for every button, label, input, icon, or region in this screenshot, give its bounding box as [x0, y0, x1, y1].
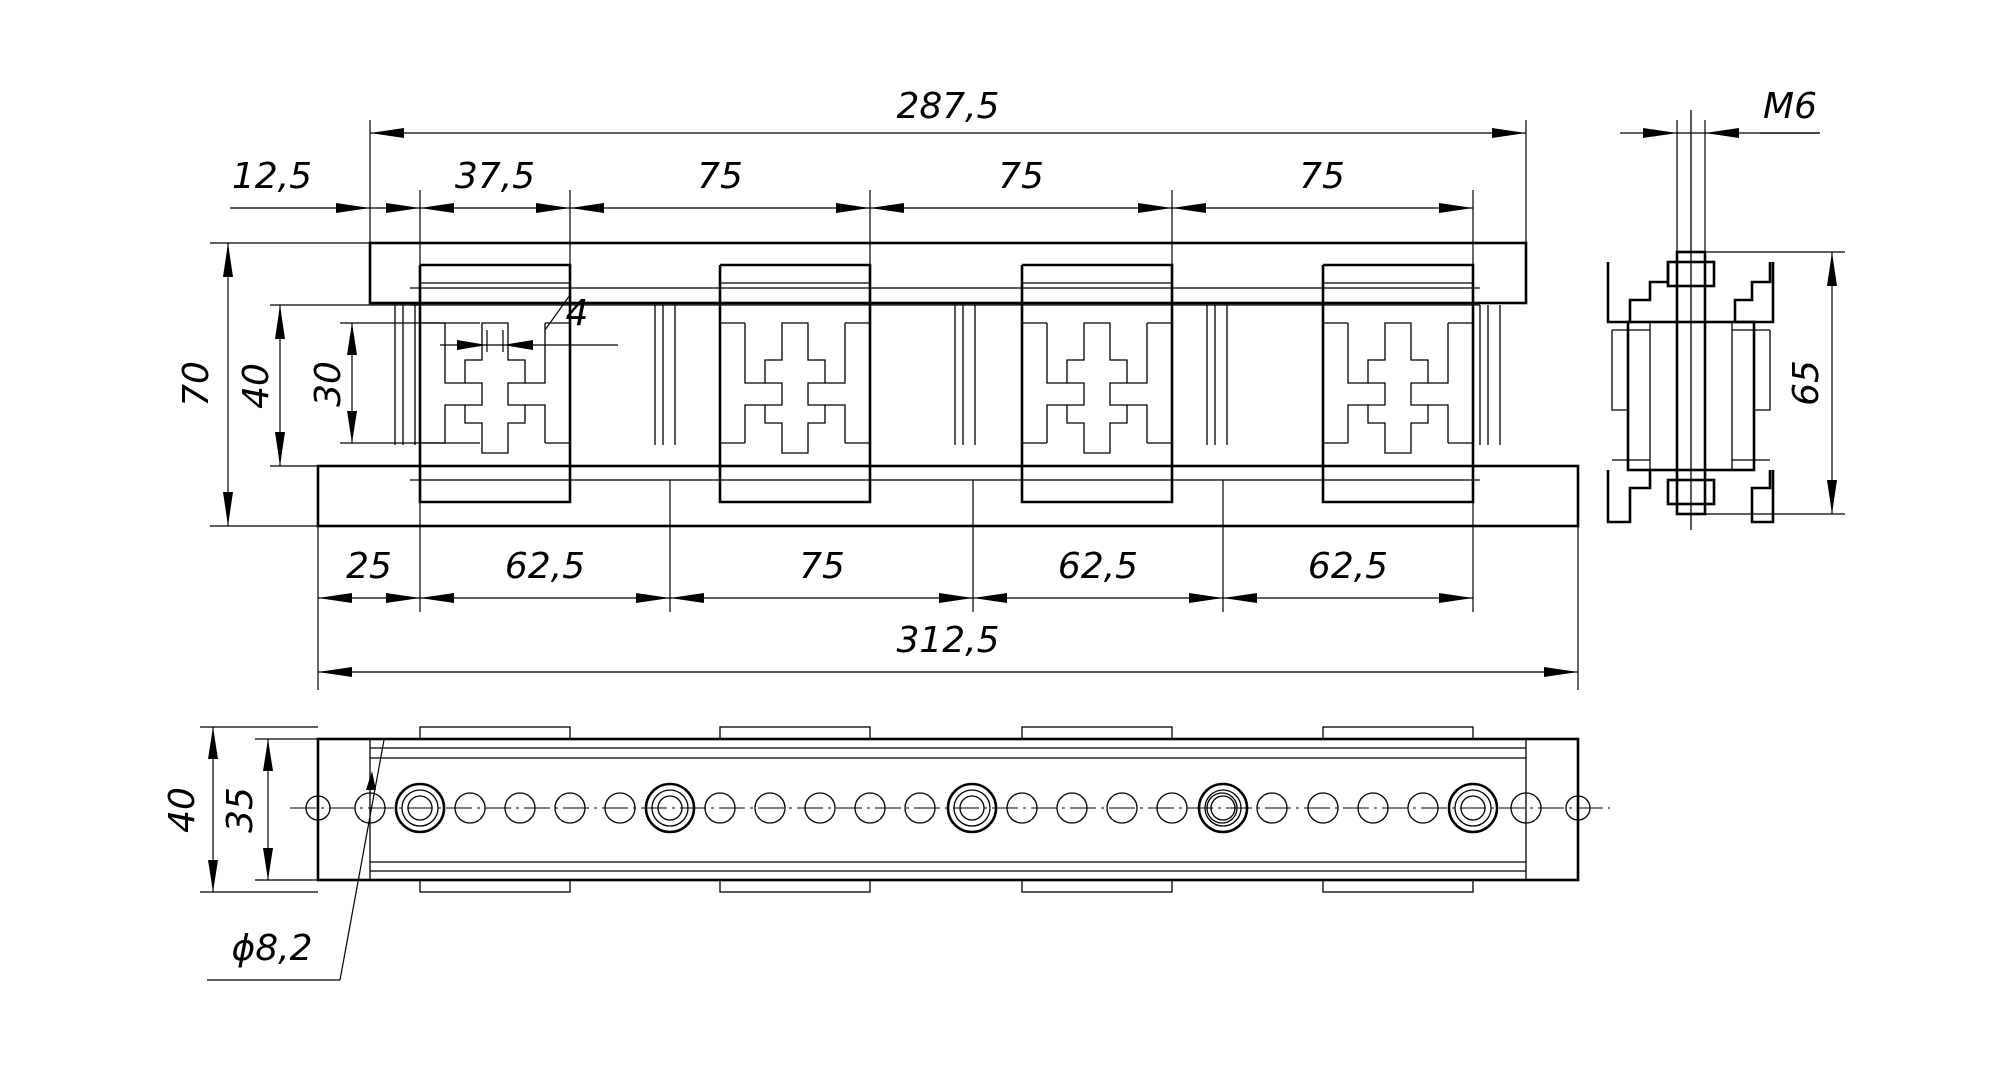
mount-hole	[704, 792, 736, 824]
dim-thread: M6	[1763, 86, 1817, 127]
mount-hole	[1206, 792, 1238, 824]
dim-hole-diameter: ϕ8,2	[232, 928, 313, 969]
terminal-screw	[1454, 789, 1492, 827]
mount-hole	[554, 792, 586, 824]
dim-offset-top: 12,5	[232, 156, 312, 197]
dim-bottom-spacing-3: 62,5	[1058, 546, 1138, 587]
top-rail	[368, 241, 1528, 305]
top-view: 40 35 ϕ8,2	[162, 726, 1610, 981]
mount-hole	[1510, 792, 1542, 824]
terminal-screw	[1210, 795, 1236, 821]
side-view: M6 65	[1606, 86, 1845, 530]
post-right	[1479, 304, 1501, 446]
mount-hole	[504, 792, 536, 824]
terminal-screw	[1460, 795, 1486, 821]
edge-notch	[1565, 795, 1591, 821]
mount-hole	[1256, 792, 1288, 824]
terminal-screw	[657, 795, 683, 821]
mount-hole	[754, 792, 786, 824]
post-2	[954, 304, 976, 446]
dim-width-inner: 35	[220, 787, 261, 833]
terminal-screw	[959, 795, 985, 821]
dim-height-inner: 40	[236, 363, 277, 409]
terminal-screw	[946, 782, 998, 834]
dim-bottom-spacing-1: 62,5	[505, 546, 585, 587]
dim-offset-bottom: 25	[346, 546, 392, 587]
dim-height-total: 70	[176, 361, 217, 407]
top-view-bar	[316, 737, 1580, 882]
mount-hole	[1407, 792, 1439, 824]
dim-bottom-spacing-4: 62,5	[1308, 546, 1388, 587]
mount-hole	[1307, 792, 1339, 824]
dim-height-slot: 30	[308, 361, 349, 407]
dim-top-spacing-2: 75	[697, 156, 743, 197]
terminal-screw	[651, 789, 689, 827]
mount-hole	[1357, 792, 1389, 824]
terminal-screw	[1447, 782, 1499, 834]
dim-top-spacing-1: 37,5	[455, 156, 535, 197]
terminal-screw	[644, 782, 696, 834]
dim-overall-bottom: 312,5	[896, 620, 999, 661]
mount-hole	[804, 792, 836, 824]
terminal-screw	[953, 789, 991, 827]
front-view: 287,5 12,5 37,5 75 75 75 70 40	[176, 86, 1580, 690]
mount-hole	[854, 792, 886, 824]
mount-hole	[1156, 792, 1188, 824]
dim-slot-width: 4	[566, 293, 589, 334]
dim-width-total: 40	[162, 787, 203, 833]
mount-hole	[454, 792, 486, 824]
edge-notch	[305, 795, 331, 821]
mount-hole	[354, 792, 386, 824]
terminal-screw	[394, 782, 446, 834]
post-left	[394, 304, 416, 446]
dim-side-height: 65	[1786, 360, 1827, 406]
post-1	[654, 304, 676, 446]
mount-hole	[1056, 792, 1088, 824]
hole-row	[305, 782, 1591, 834]
mount-hole	[904, 792, 936, 824]
dim-top-spacing-3: 75	[998, 156, 1044, 197]
terminal-screw	[1197, 782, 1249, 834]
terminal-screw	[401, 789, 439, 827]
mount-hole	[604, 792, 636, 824]
bottom-rail	[316, 464, 1580, 528]
mount-hole	[1106, 792, 1138, 824]
terminal-screw	[1204, 789, 1242, 827]
mount-hole	[1006, 792, 1038, 824]
dim-bottom-spacing-2: 75	[799, 546, 845, 587]
dim-top-spacing-4: 75	[1299, 156, 1345, 197]
dim-overall-top: 287,5	[896, 86, 999, 127]
post-3	[1206, 304, 1228, 446]
terminal-screw	[407, 795, 433, 821]
